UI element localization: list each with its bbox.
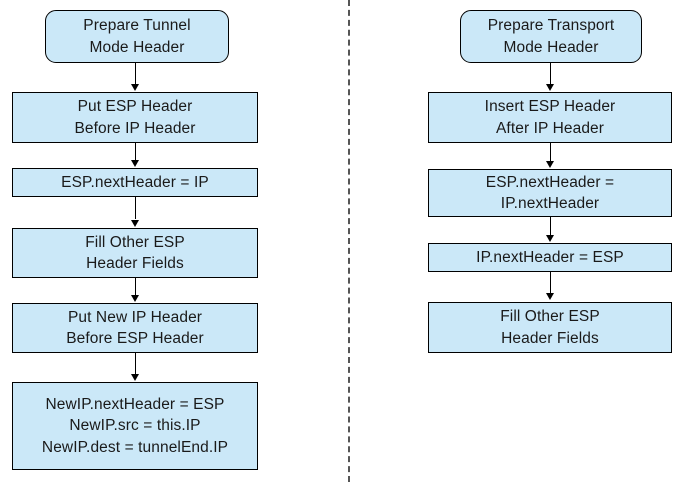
connector-tunnel-2-3 [135,197,136,219]
arrowhead-transport-0-1 [546,84,554,91]
node-transport-step-2[interactable]: ESP.nextHeader = IP.nextHeader [428,169,672,217]
node-transport-step-4[interactable]: Fill Other ESP Header Fields [428,302,672,353]
arrowhead-tunnel-2-3 [131,220,139,227]
node-tunnel-step-2[interactable]: ESP.nextHeader = IP [12,168,258,197]
node-line: NewIP.nextHeader = ESP [45,396,225,414]
arrowhead-transport-2-3 [546,235,554,242]
connector-tunnel-3-4 [135,278,136,296]
node-line: IP.nextHeader = ESP [476,248,624,266]
node-transport-step-1[interactable]: Insert ESP Header After IP Header [428,92,672,143]
node-line: Fill Other ESP [85,233,185,251]
connector-tunnel-1-2 [135,143,136,161]
node-line: Put ESP Header [77,98,193,116]
node-line: IP.nextHeader [500,195,600,212]
node-line: After IP Header [495,119,605,137]
arrowhead-tunnel-3-4 [131,295,139,302]
node-transport-start[interactable]: Prepare Transport Mode Header [460,10,642,63]
connector-tunnel-0-1 [135,63,136,85]
connector-transport-0-1 [550,63,551,85]
arrowhead-transport-1-2 [546,161,554,168]
node-line: Mode Header [503,38,599,56]
node-line: Header Fields [86,255,184,272]
node-line: ESP.nextHeader = IP [61,173,209,191]
node-tunnel-start[interactable]: Prepare Tunnel Mode Header [45,10,229,63]
node-tunnel-step-4[interactable]: Put New IP Header Before ESP Header [12,303,258,353]
arrowhead-tunnel-1-2 [131,160,139,167]
column-divider [348,0,350,482]
node-line: Prepare Transport [487,17,615,35]
node-line: Before IP Header [74,119,196,137]
arrowhead-tunnel-4-5 [131,374,139,381]
node-tunnel-step-3[interactable]: Fill Other ESP Header Fields [12,228,258,278]
node-line: Put New IP Header [67,308,203,326]
connector-transport-3-4 [550,272,551,294]
arrowhead-transport-3-4 [546,293,554,300]
node-tunnel-step-5[interactable]: NewIP.nextHeader = ESP NewIP.src = this.… [12,382,258,470]
node-line: Fill Other ESP [500,308,600,326]
node-transport-step-3[interactable]: IP.nextHeader = ESP [428,243,672,272]
node-line: NewIP.dest = tunnelEnd.IP [41,438,229,456]
arrowhead-tunnel-0-1 [131,84,139,91]
node-line: Header Fields [501,329,599,347]
node-line: Prepare Tunnel [83,17,191,35]
node-line: Mode Header [89,38,185,56]
node-line: Insert ESP Header [484,98,616,116]
node-line: ESP.nextHeader = [485,173,615,191]
node-line: NewIP.src = this.IP [69,417,201,435]
node-line: Before ESP Header [66,330,204,347]
connector-transport-2-3 [550,217,551,236]
connector-tunnel-4-5 [135,353,136,375]
connector-transport-1-2 [550,143,551,162]
node-tunnel-step-1[interactable]: Put ESP Header Before IP Header [12,92,258,143]
